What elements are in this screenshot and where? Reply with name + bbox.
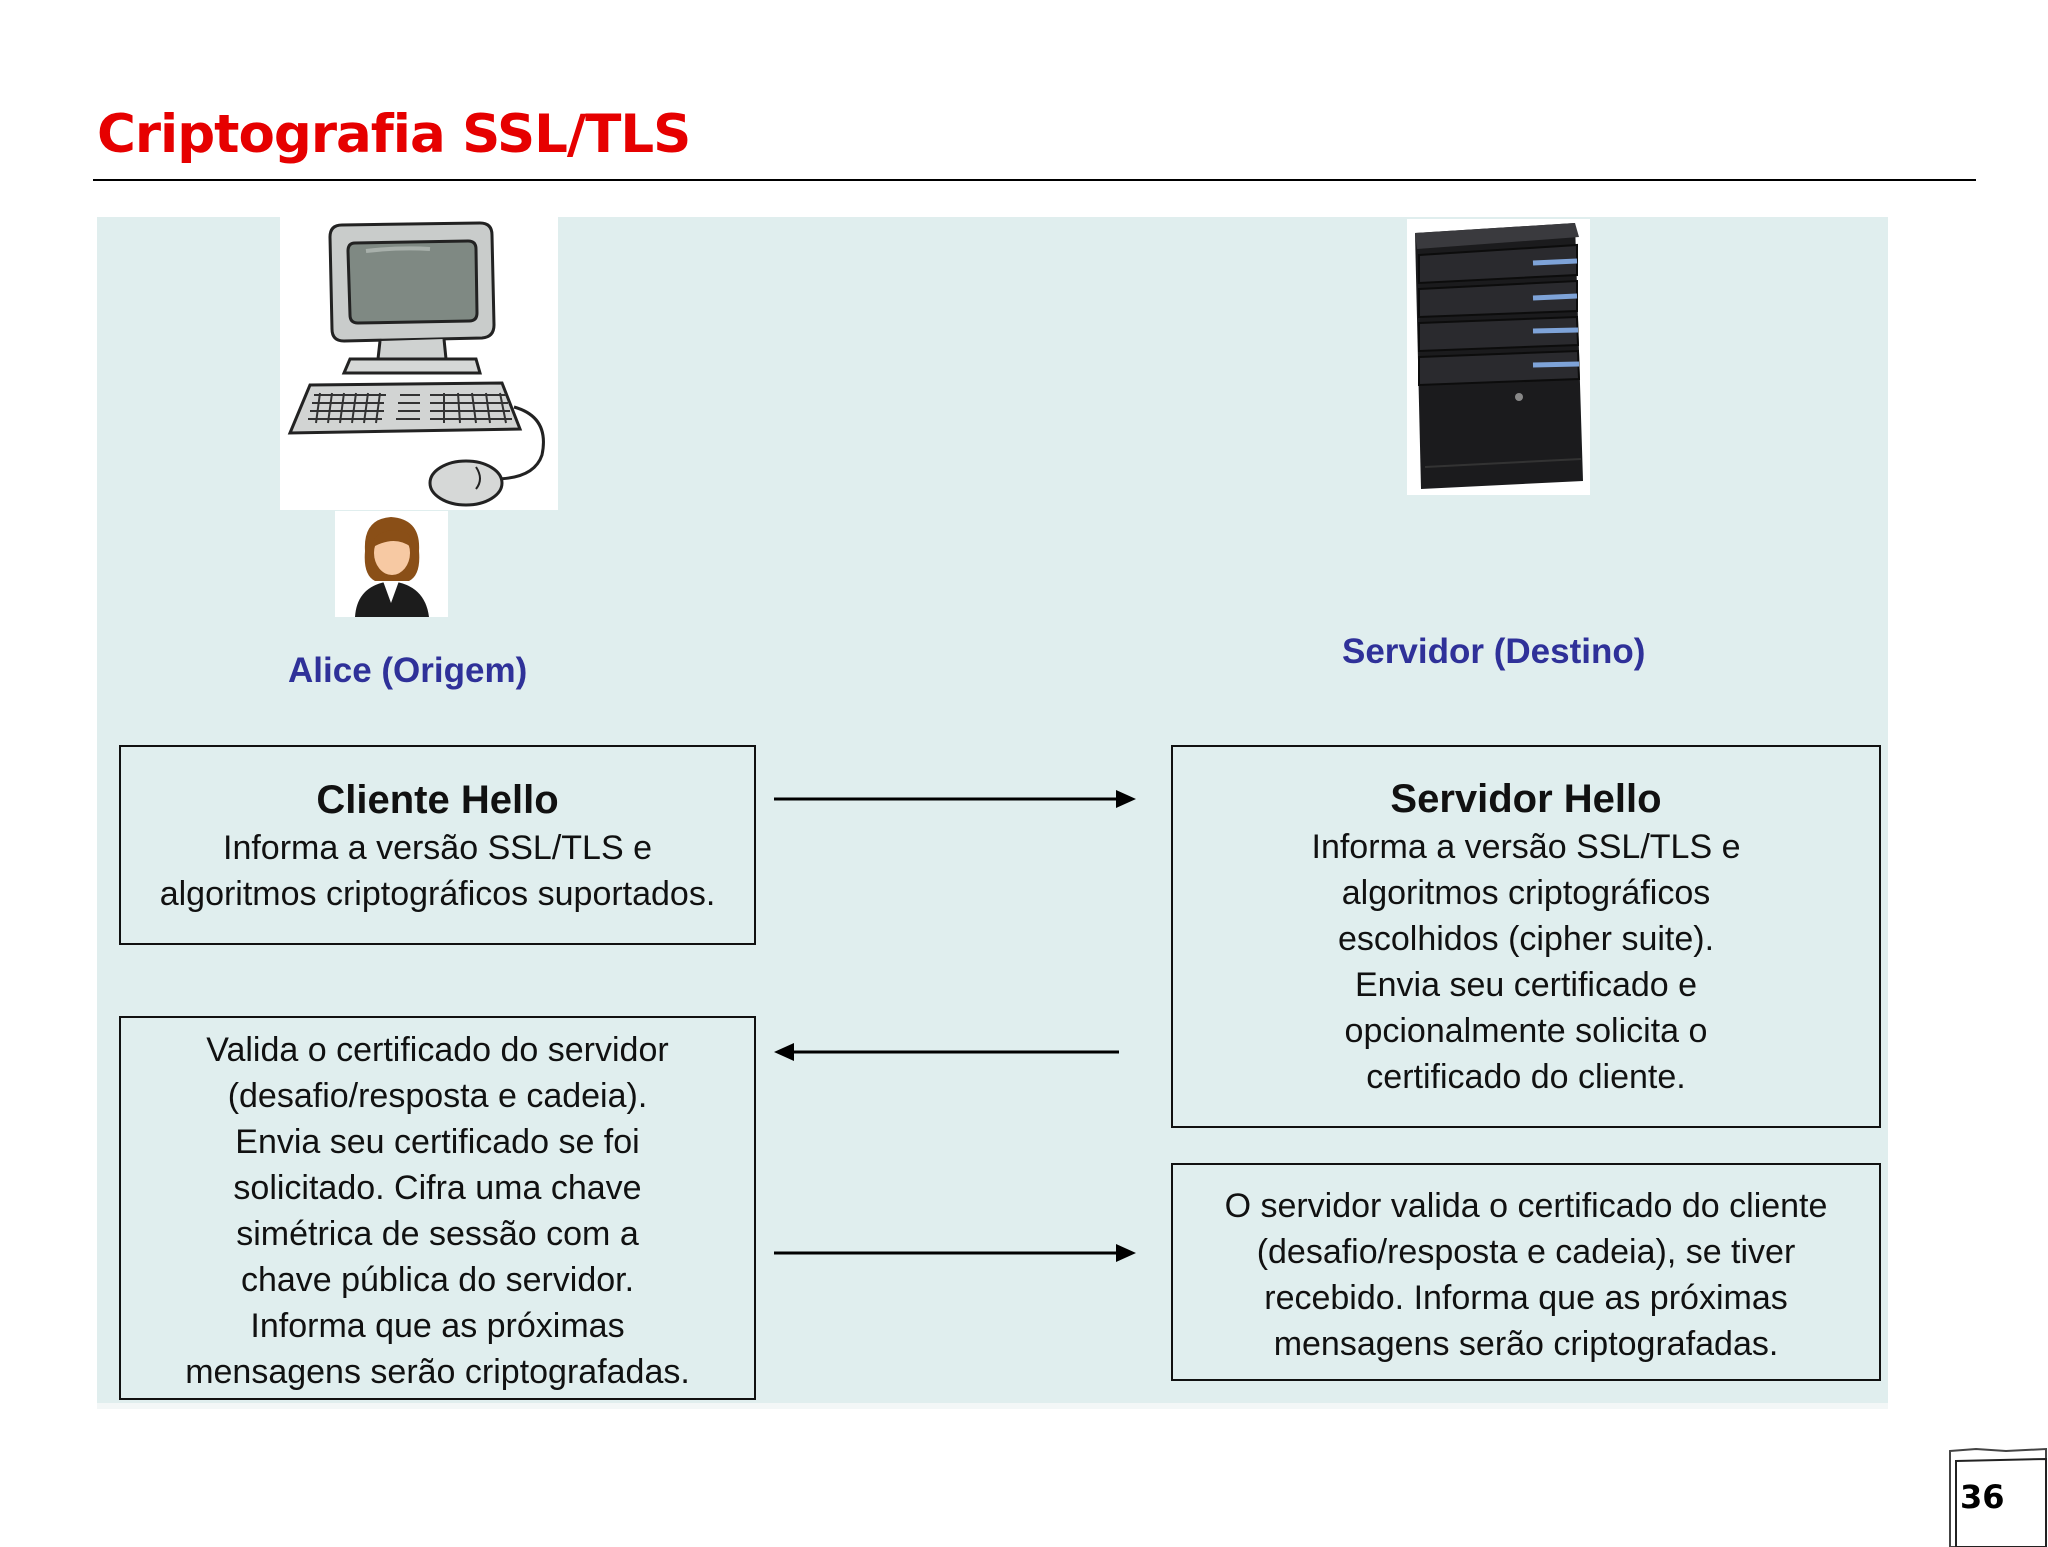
client-node-label: Alice (Origem) [288, 651, 528, 690]
page-number: 36 [1960, 1478, 2005, 1516]
box-line: algoritmos criptográficos suportados. [159, 875, 716, 913]
page-number-tab [1949, 1447, 2047, 1547]
box-line: algoritmos criptográficos [1341, 874, 1711, 912]
box-line: escolhidos (cipher suite). [1337, 920, 1715, 958]
box-line: Envia seu certificado se foi [235, 1123, 640, 1161]
box-line: solicitado. Cifra uma chave [233, 1169, 642, 1207]
box-line: certificado do cliente. [1366, 1058, 1686, 1096]
client-hello-box: Cliente Hello Informa a versão SSL/TLS e… [119, 745, 756, 945]
box-line: simétrica de sessão com a [236, 1215, 639, 1253]
box-line: (desafio/resposta e cadeia). [227, 1077, 648, 1115]
woman-user-icon [335, 511, 448, 617]
box-line: mensagens serão criptografadas. [185, 1353, 690, 1391]
box-line: opcionalmente solicita o [1344, 1012, 1708, 1050]
client-validation-box: Valida o certificado do servidor (desafi… [119, 1016, 756, 1400]
box-line: chave pública do servidor. [240, 1261, 635, 1299]
box-line: (desafio/resposta e cadeia), se tiver [1256, 1233, 1796, 1271]
diagram-panel-edge [97, 1403, 1888, 1409]
arrow-client-to-server-1 [774, 790, 1136, 808]
box-line: Envia seu certificado e [1354, 966, 1698, 1004]
box-line: Informa a versão SSL/TLS e [223, 829, 652, 867]
server-validation-box: O servidor valida o certificado do clien… [1171, 1163, 1881, 1381]
client-hello-heading: Cliente Hello [316, 778, 559, 822]
box-line: mensagens serão criptografadas. [1273, 1325, 1779, 1363]
box-line: O servidor valida o certificado do clien… [1224, 1187, 1828, 1225]
page-title: Criptografia SSL/TLS [97, 104, 691, 165]
server-hello-box: Servidor Hello Informa a versão SSL/TLS … [1171, 745, 1881, 1128]
box-line: Informa a versão SSL/TLS e [1311, 828, 1741, 866]
desktop-computer-icon [280, 217, 558, 510]
server-node-label: Servidor (Destino) [1342, 632, 1646, 671]
box-line: recebido. Informa que as próximas [1264, 1279, 1788, 1317]
arrow-server-to-client [774, 1043, 1119, 1061]
arrow-client-to-server-2 [774, 1244, 1136, 1262]
server-tower-icon [1407, 219, 1590, 495]
title-rule [93, 179, 1976, 181]
box-line: Informa que as próximas [250, 1307, 625, 1345]
box-line: Valida o certificado do servidor [206, 1031, 669, 1069]
server-hello-heading: Servidor Hello [1390, 777, 1662, 821]
